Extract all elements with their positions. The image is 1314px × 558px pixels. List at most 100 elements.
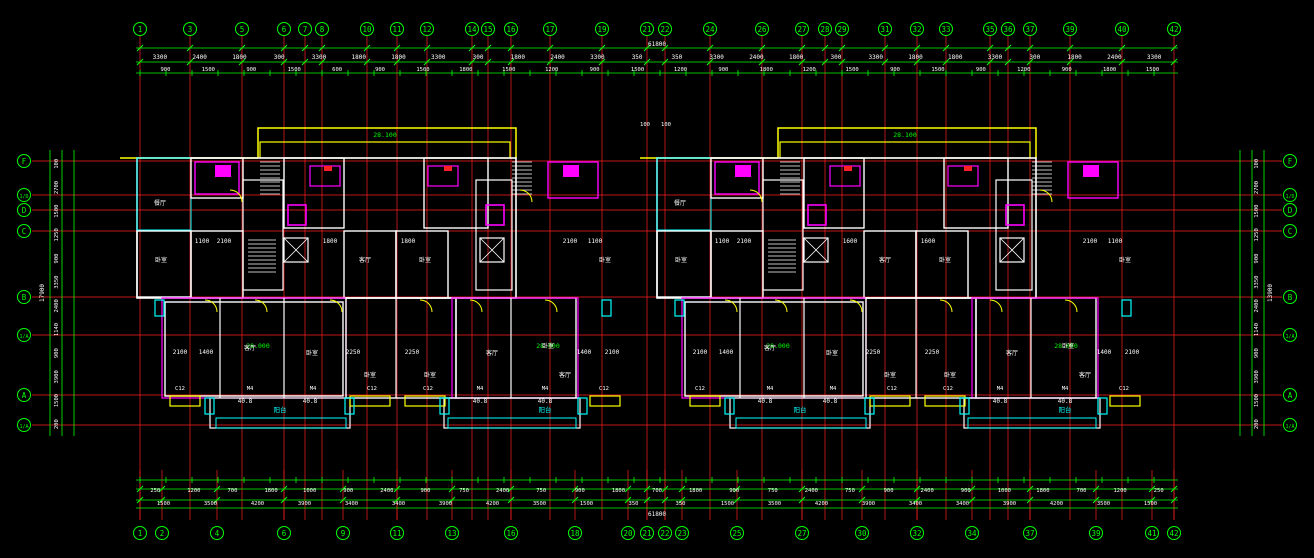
bottom-axis-bubble bbox=[445, 526, 459, 540]
bottom-dimension-text: 2400 bbox=[921, 488, 934, 494]
dimension-tick bbox=[798, 485, 806, 493]
door-swing bbox=[229, 189, 243, 203]
balcony-label: 阳台 bbox=[1059, 405, 1072, 414]
dimension-tick bbox=[468, 58, 476, 66]
bay-window bbox=[1109, 395, 1141, 407]
top-sub-dimension-text: 1500 bbox=[846, 67, 859, 73]
dimension-tick bbox=[546, 58, 554, 66]
elevation-label: 28.000 bbox=[246, 342, 270, 350]
room-label: 卧室 bbox=[1062, 342, 1074, 350]
top-axis-bubble bbox=[939, 22, 953, 36]
door-swing bbox=[419, 299, 433, 313]
top-axis-bubble-label: 40 bbox=[1117, 25, 1127, 34]
dimension-tick bbox=[507, 496, 515, 504]
stair2-wall bbox=[475, 179, 513, 291]
bottom-sub-dimension-text: 3500 bbox=[1097, 501, 1110, 507]
dimension-tick bbox=[1004, 44, 1012, 52]
top-axis-bubble bbox=[543, 22, 557, 36]
top-dimension-text: 3300 bbox=[590, 54, 605, 61]
dimension-tick bbox=[136, 58, 144, 66]
window-marker bbox=[204, 397, 215, 415]
bottom-dimension-text: 900 bbox=[420, 488, 430, 494]
left-axis-bubble bbox=[17, 154, 31, 168]
bottom-dimension-text: 700 bbox=[228, 488, 238, 494]
left-dimension-text: 3900 bbox=[54, 370, 60, 383]
top-axis-bubble bbox=[878, 22, 892, 36]
window-marker bbox=[959, 397, 970, 415]
top-axis-bubble bbox=[360, 22, 374, 36]
dimension-tick bbox=[318, 44, 326, 52]
right-axis-bubble-label: 1/A bbox=[1285, 334, 1294, 340]
top-dimension-text: 1800 bbox=[789, 54, 804, 61]
dimension-tick bbox=[624, 496, 632, 504]
dimension-tick bbox=[1026, 485, 1034, 493]
left-axis-bubble-label: B bbox=[22, 293, 27, 302]
dimension-tick bbox=[1092, 485, 1100, 493]
dimension-tick bbox=[913, 44, 921, 52]
bottom-dimension-text: 700 bbox=[652, 488, 662, 494]
top-dimension-text: 3300 bbox=[869, 54, 884, 61]
dimension-tick bbox=[363, 44, 371, 52]
dimension-tick bbox=[213, 496, 221, 504]
toilet2-fixture bbox=[1005, 204, 1025, 226]
bottom-axis-bubble-label: 1 bbox=[138, 529, 143, 538]
room-dimension-upper: 1600 bbox=[843, 238, 858, 245]
bottom-dimension-text: 250 bbox=[1154, 488, 1164, 494]
dimension-tick bbox=[1066, 58, 1074, 66]
dimension-tick bbox=[643, 58, 651, 66]
room-label: 卧室 bbox=[419, 256, 431, 264]
bottom-dimension-text: 750 bbox=[459, 488, 469, 494]
dimension-tick bbox=[661, 485, 669, 493]
dimension-tick bbox=[571, 496, 579, 504]
left-total-dimension: 17900 bbox=[39, 284, 46, 302]
right-axis-bubble bbox=[1283, 290, 1297, 304]
bottom-axis-bubble-label: 30 bbox=[857, 529, 867, 538]
dimension-tick bbox=[758, 44, 766, 52]
bottom-dimension-text: 2400 bbox=[496, 488, 509, 494]
elevation-label: 28.000 bbox=[536, 342, 560, 350]
dimension-tick bbox=[507, 485, 515, 493]
top-axis-bubble-label: 35 bbox=[985, 25, 994, 34]
door-swing bbox=[544, 299, 558, 313]
window-marker bbox=[724, 397, 735, 415]
dimension-tick bbox=[1170, 485, 1178, 493]
door-swing bbox=[519, 189, 533, 203]
left-dimension-text: 2700 bbox=[54, 181, 60, 194]
right-axis-bubble-label: C bbox=[1288, 227, 1293, 236]
room-label: 餐厅 bbox=[674, 199, 686, 207]
top-dimension-text: 1800 bbox=[352, 54, 367, 61]
right-axis-bubble-label: 1/A bbox=[1285, 424, 1294, 430]
top-dimension-text: 1800 bbox=[391, 54, 406, 61]
room-label: 卧室 bbox=[542, 342, 554, 350]
dimension-tick bbox=[1066, 44, 1074, 52]
top-dimension-text: 300 bbox=[473, 54, 484, 61]
top-sub-dimension-text: 900 bbox=[976, 67, 986, 73]
bottom-axis-bubble-label: 34 bbox=[967, 529, 977, 538]
top-dimension-text: 350 bbox=[632, 54, 643, 61]
dimension-tick bbox=[598, 58, 606, 66]
bottom-dimension-text: 1800 bbox=[264, 488, 277, 494]
dimension-tick bbox=[706, 44, 714, 52]
room-dimension-upper: 1600 bbox=[921, 238, 936, 245]
room-dimension: 2100 bbox=[1125, 349, 1140, 356]
left-dimension-text: 100 bbox=[54, 159, 60, 169]
right-dimension-text: 1500 bbox=[1254, 205, 1260, 218]
top-sub-dimension-text: 900 bbox=[718, 67, 728, 73]
dimension-tick bbox=[213, 485, 221, 493]
dimension-tick bbox=[393, 44, 401, 52]
bottom-dimension-text: 2400 bbox=[380, 488, 393, 494]
dimension-tick bbox=[661, 496, 669, 504]
top-axis-bubble bbox=[481, 22, 495, 36]
top-axis-bubble-label: 24 bbox=[705, 25, 715, 34]
dimension-tick bbox=[136, 496, 144, 504]
top-axis-bubble bbox=[1115, 22, 1129, 36]
right-dimension-text: 100 bbox=[1254, 159, 1260, 169]
room-dimension-upper: 1100 bbox=[195, 238, 210, 245]
dimension-tick bbox=[821, 44, 829, 52]
dimension-tick bbox=[913, 485, 921, 493]
dimension-tick bbox=[798, 44, 806, 52]
bottom-axis-bubble bbox=[1023, 526, 1037, 540]
top-axis-bubble bbox=[658, 22, 672, 36]
bottom-axis-bubble-label: 13 bbox=[447, 529, 456, 538]
bottom-dimension-text: 1200 bbox=[187, 488, 200, 494]
